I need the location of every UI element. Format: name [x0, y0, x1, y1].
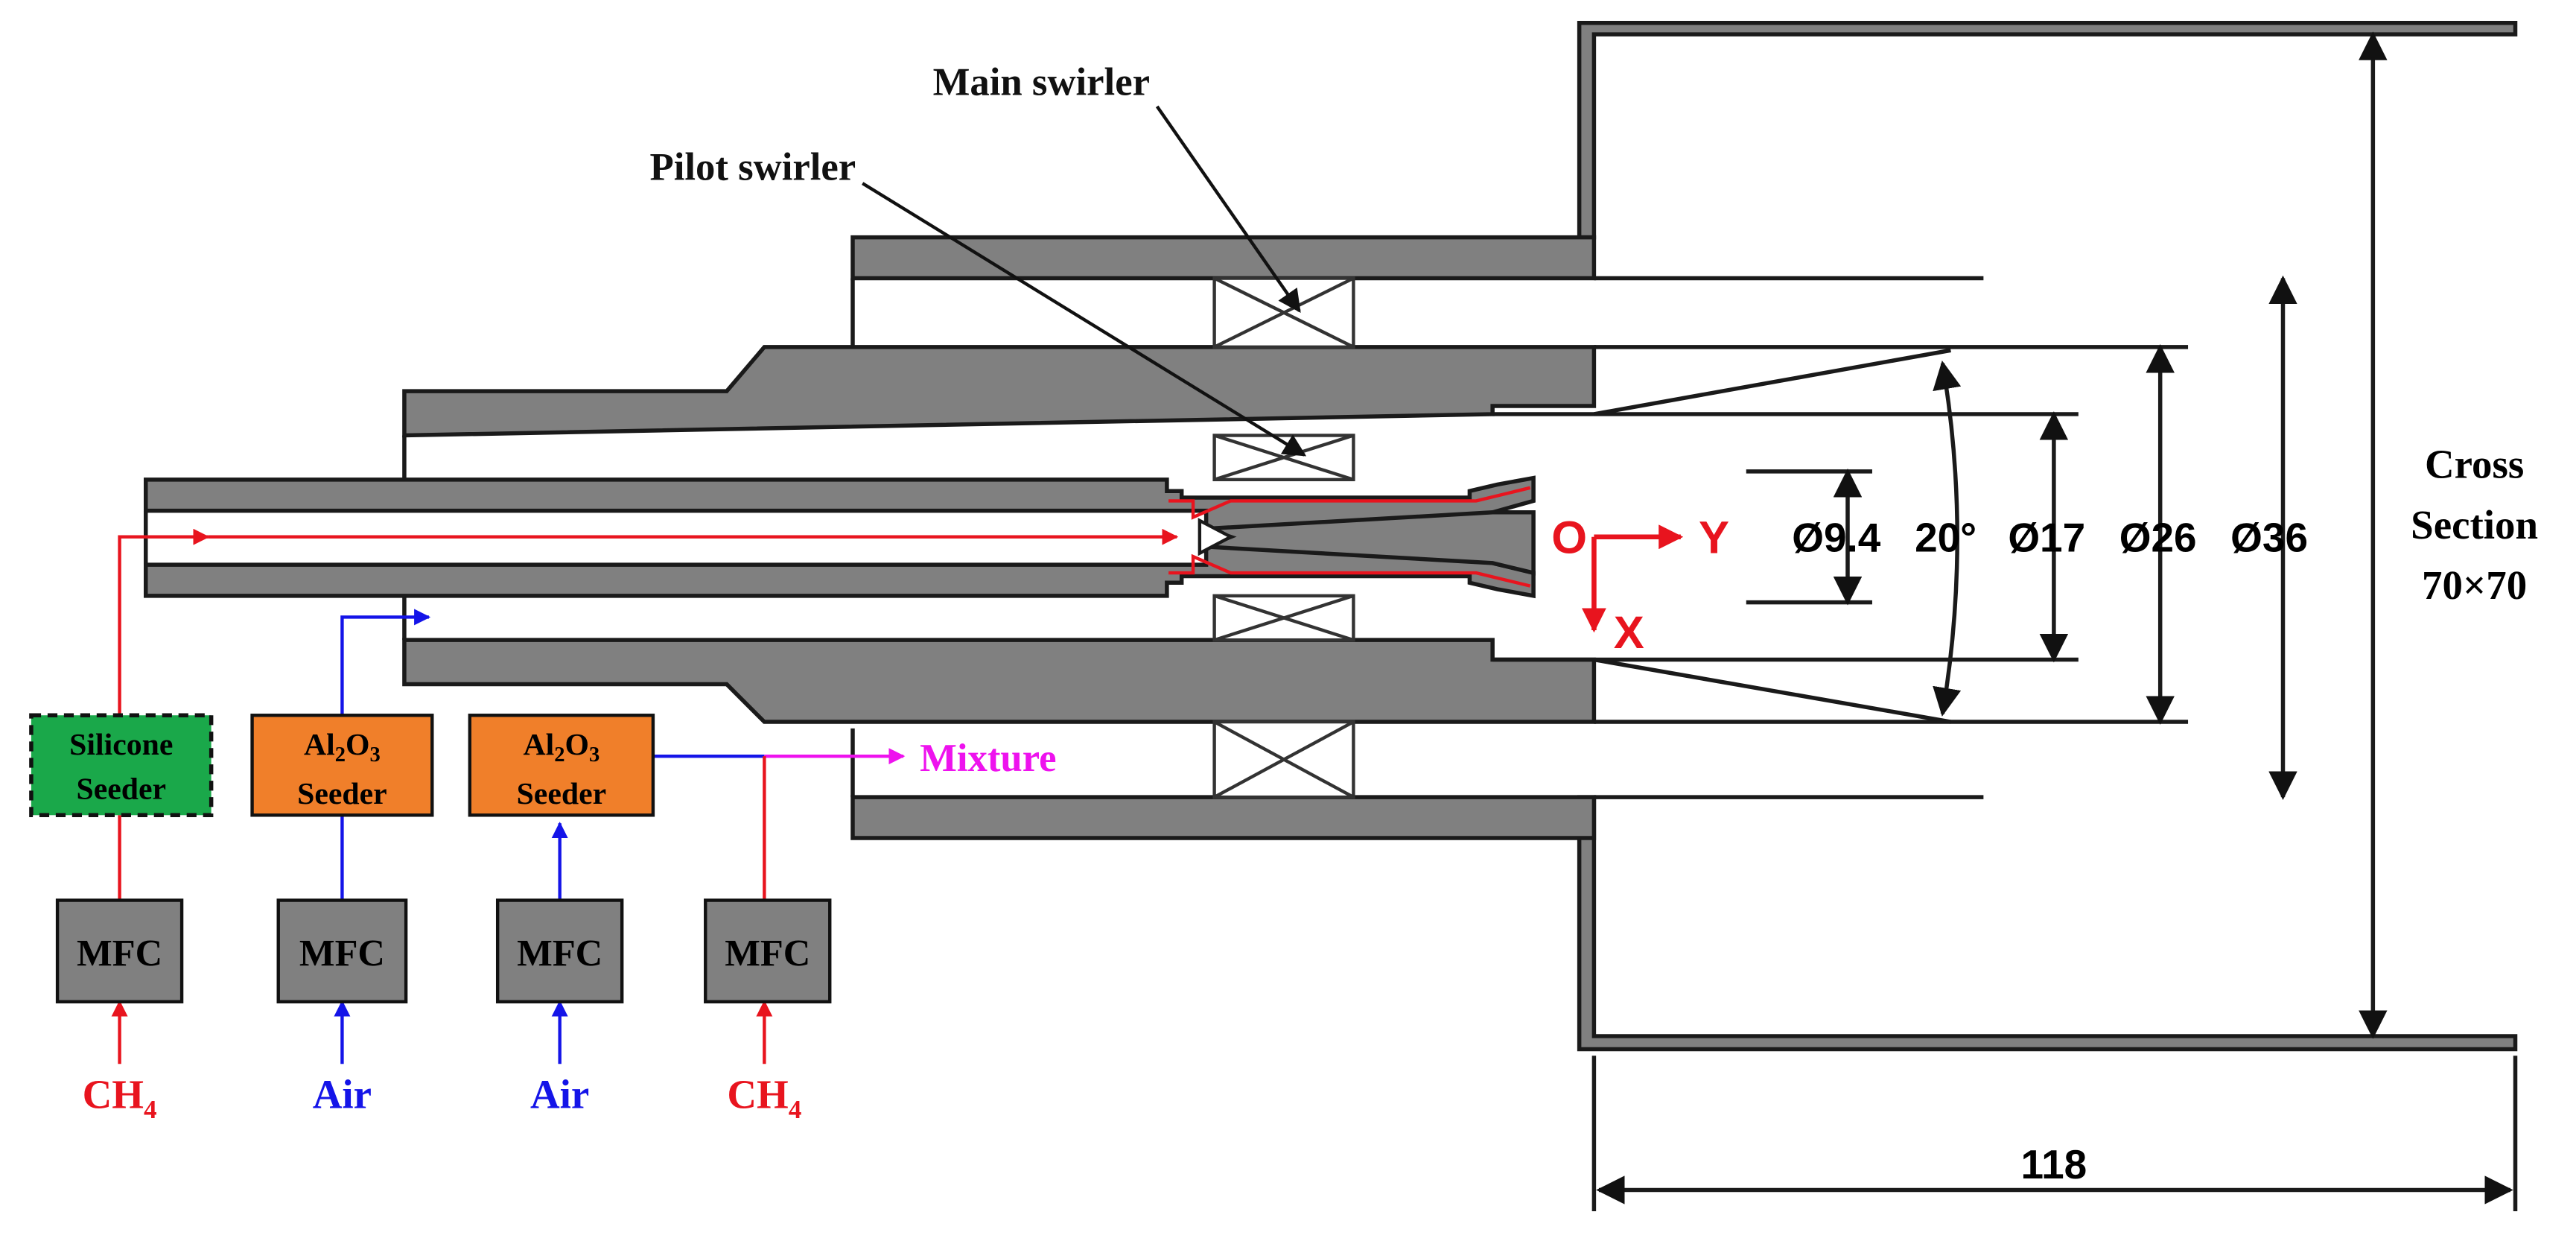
label-origin: O — [1551, 512, 1587, 564]
mfc-3: MFC — [495, 898, 624, 1003]
label-axis-y: Y — [1699, 512, 1729, 564]
seeder-al2o3-1-box — [250, 714, 434, 817]
seeder-al2o3-2-formula: Al2O3 — [523, 728, 600, 767]
inlet-air-1: Air — [313, 1072, 372, 1117]
seeder-al2o3-1-formula: Al2O3 — [304, 728, 381, 767]
label-section: Section — [2411, 502, 2538, 548]
label-dim-26: Ø26 — [2119, 515, 2197, 561]
pilot-swirler-leader — [862, 182, 1307, 457]
inlet-air-2: Air — [530, 1072, 589, 1117]
main-swirler-liner — [850, 235, 1597, 840]
seeder-al2o3-1: Al2O3 Seeder — [250, 714, 434, 817]
main-swirler-vanes — [1212, 276, 1355, 799]
seeder-silicone-line2: Seeder — [76, 772, 166, 806]
label-main-swirler: Main swirler — [933, 60, 1150, 104]
sleeve-lower — [402, 638, 1597, 724]
mfc-1: MFC — [55, 898, 184, 1003]
main-swirler-leader — [1155, 105, 1301, 314]
dimension-lines — [1492, 31, 2518, 1212]
seeder-silicone-box — [29, 713, 214, 818]
label-cross: Cross — [2425, 442, 2524, 487]
inlet-ch4-2: CH4 — [727, 1072, 801, 1124]
seeder-al2o3-2-box — [468, 714, 655, 817]
label-dim-118: 118 — [2021, 1141, 2087, 1187]
label-axis-x: X — [1614, 607, 1644, 659]
label-mixture: Mixture — [920, 737, 1056, 780]
label-dim-17: Ø17 — [2008, 515, 2085, 561]
flow-lines — [111, 528, 1179, 1064]
coordinate-axes — [1581, 524, 1684, 633]
pilot-swirler-vanes — [1212, 434, 1355, 642]
seeder-silicone: Silicone Seeder — [29, 713, 214, 818]
fuel-lance — [143, 475, 1536, 599]
seeder-al2o3-2: Al2O3 Seeder — [468, 714, 655, 817]
label-dim-36: Ø36 — [2230, 515, 2308, 561]
main-outer-lower — [850, 795, 1597, 840]
seeder-al2o3-1-line2: Seeder — [297, 777, 387, 811]
label-dim-9-4: Ø9.4 — [1792, 515, 1881, 561]
main-outer-upper — [850, 235, 1597, 281]
label-pilot-swirler: Pilot swirler — [650, 146, 856, 189]
label-dim-20deg: 20° — [1915, 515, 1976, 561]
sleeve-upper — [402, 345, 1597, 438]
mfc-1-label: MFC — [77, 932, 162, 974]
mfc-4-label: MFC — [725, 932, 810, 974]
mfc-4: MFC — [704, 898, 832, 1003]
mfc-2: MFC — [276, 898, 408, 1003]
inlet-ch4-1: CH4 — [83, 1072, 157, 1124]
seeder-al2o3-2-line2: Seeder — [517, 777, 607, 811]
label-70x70: 70×70 — [2422, 562, 2527, 608]
mfc-3-label: MFC — [517, 932, 602, 974]
seeder-silicone-line1: Silicone — [69, 728, 173, 762]
mfc-2-label: MFC — [299, 932, 385, 974]
lance-nozzle-tip — [1198, 518, 1235, 556]
